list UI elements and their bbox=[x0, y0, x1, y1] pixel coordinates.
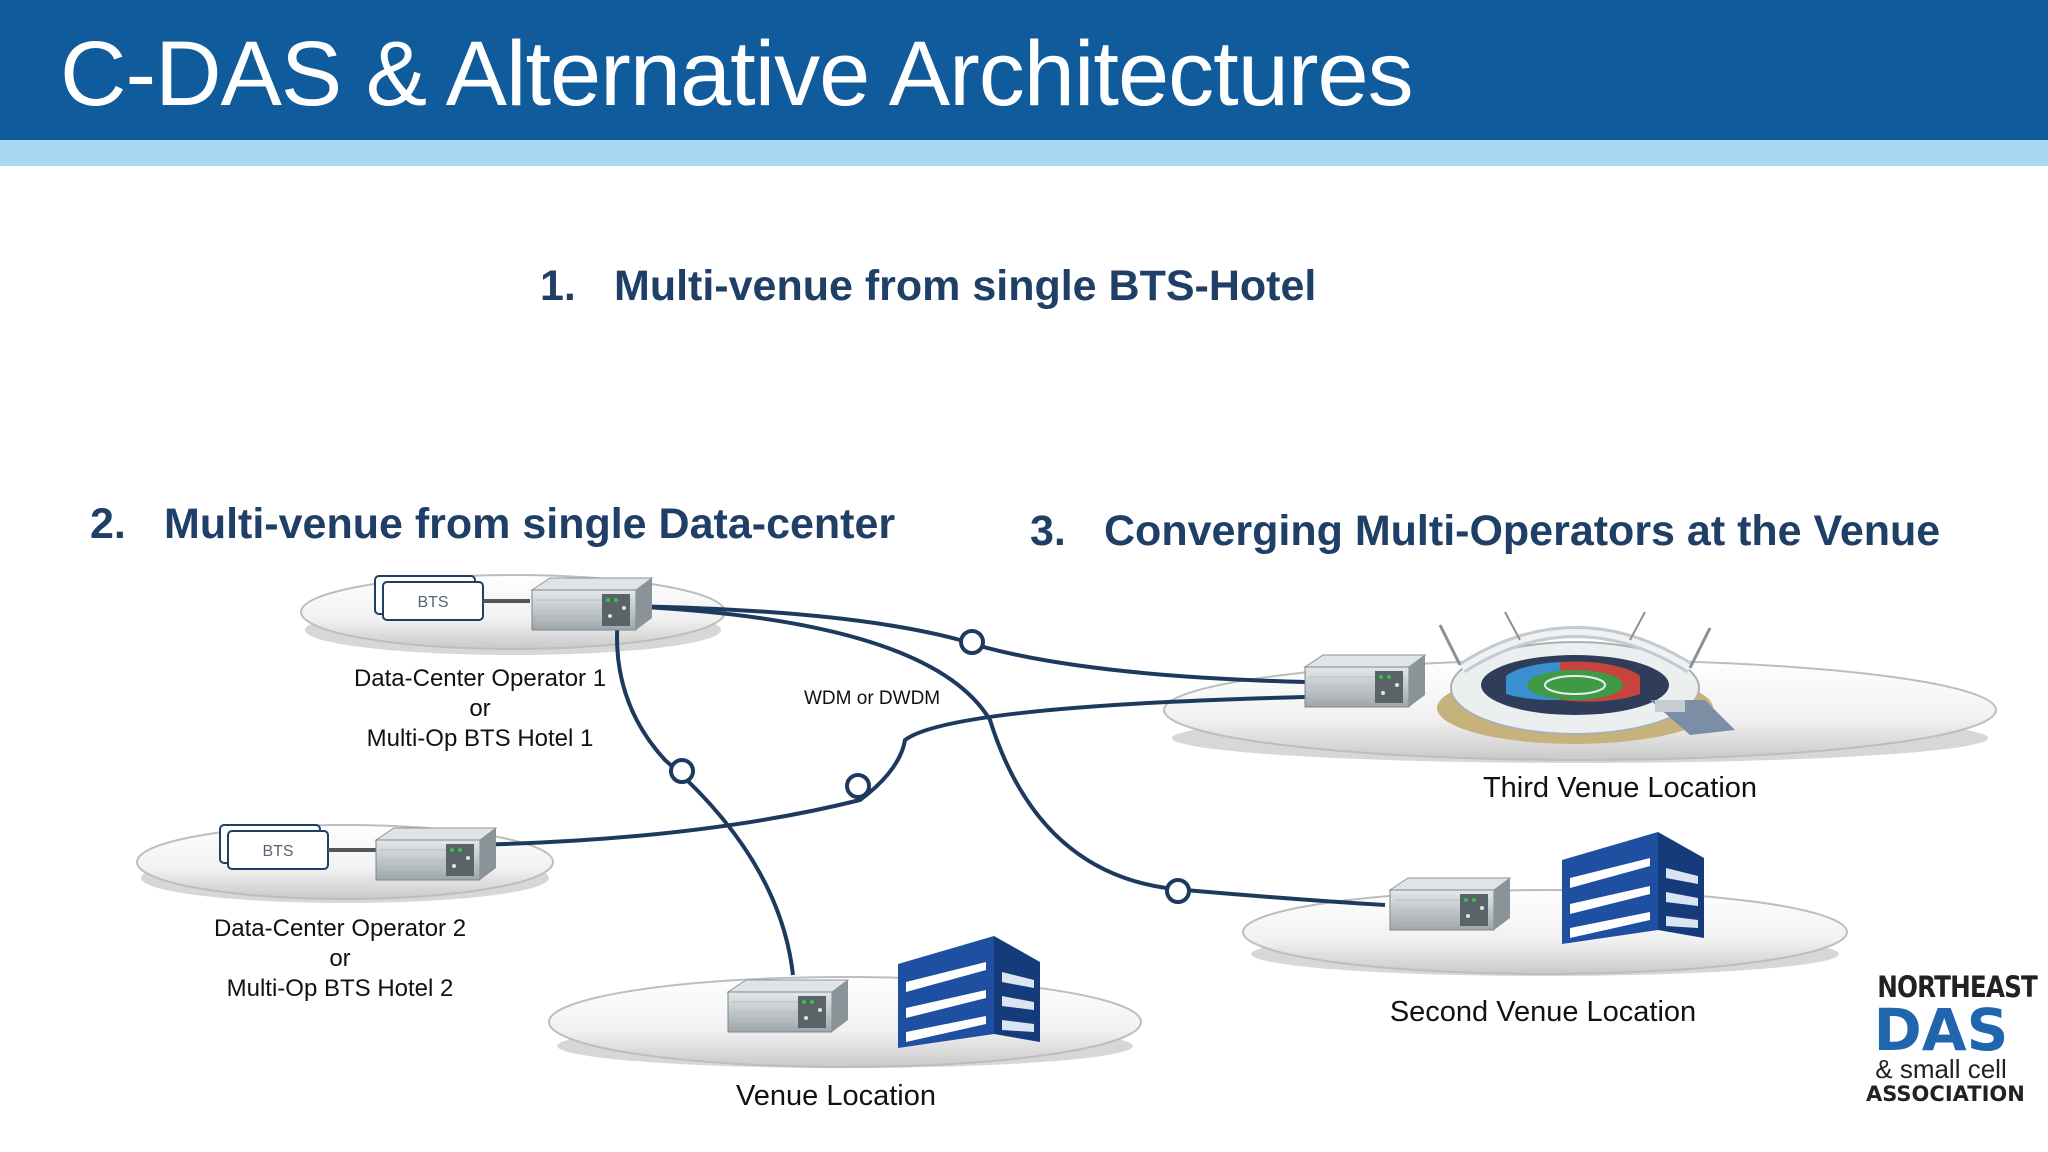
das-head-end-operator-1 bbox=[531, 577, 653, 631]
heading-text: Multi-venue from single BTS-Hotel bbox=[614, 262, 1317, 310]
logo-line4: ASSOCIATION bbox=[1866, 1082, 2025, 1106]
operator-2-label-line2: or bbox=[329, 945, 351, 972]
association-logo: NORTHEAST DAS & small cell ASSOCIATION bbox=[1866, 970, 2038, 1106]
heading-multi-venue-data-center: 2. Multi-venue from single Data-center bbox=[90, 500, 895, 549]
stadium-icon bbox=[1437, 611, 1735, 744]
title-banner-stripe bbox=[0, 140, 2048, 166]
das-head-end-operator-2 bbox=[375, 827, 497, 881]
heading-number: 1. bbox=[540, 262, 576, 310]
bts-label: BTS bbox=[417, 594, 448, 611]
heading-multi-venue-bts-hotel: 1. Multi-venue from single BTS-Hotel bbox=[540, 262, 1316, 311]
heading-text: Multi-venue from single Data-center bbox=[164, 500, 896, 548]
logo-line1: NORTHEAST bbox=[1877, 970, 2038, 1004]
das-remote-third-venue bbox=[1304, 654, 1426, 708]
fiber-links bbox=[469, 604, 1386, 976]
heading-number: 3. bbox=[1030, 507, 1066, 555]
splice-marker bbox=[845, 773, 871, 799]
venue-label: Venue Location bbox=[736, 1080, 936, 1112]
platform-operator-1 bbox=[300, 574, 726, 655]
operator-1-label: Data-Center Operator 1 or Multi-Op BTS H… bbox=[345, 664, 615, 754]
logo-line2: DAS bbox=[1873, 996, 2009, 1064]
heading-text: Converging Multi-Operators at the Venue bbox=[1104, 507, 1941, 555]
fiber-op1-to-second-venue bbox=[624, 604, 1386, 907]
fiber-op2-to-third-venue bbox=[469, 695, 1306, 847]
wdm-label: WDM or DWDM bbox=[804, 688, 941, 709]
splice-marker bbox=[669, 758, 695, 784]
operator-1-label-line2: or bbox=[469, 695, 491, 722]
operator-2-label: Data-Center Operator 2 or Multi-Op BTS H… bbox=[205, 914, 475, 1004]
operator-1-label-line3: Multi-Op BTS Hotel 1 bbox=[366, 725, 594, 752]
building-icon-second-venue bbox=[1562, 832, 1704, 944]
slide-title: C-DAS & Alternative Architectures bbox=[60, 23, 1414, 125]
heading-number: 2. bbox=[90, 500, 126, 548]
bts-box-operator-1: BTS bbox=[374, 575, 484, 621]
das-remote-venue bbox=[727, 979, 849, 1033]
second-venue-label: Second Venue Location bbox=[1389, 996, 1697, 1028]
operator-1-label-line1: Data-Center Operator 1 bbox=[353, 665, 607, 692]
bts-box-operator-2: BTS bbox=[219, 824, 329, 870]
operator-2-label-line1: Data-Center Operator 2 bbox=[213, 915, 467, 942]
fiber-splice-markers bbox=[669, 629, 1191, 904]
heading-converging-multi-operators: 3. Converging Multi-Operators at the Ven… bbox=[1030, 507, 1940, 556]
operator-2-label-line3: Multi-Op BTS Hotel 2 bbox=[226, 975, 454, 1002]
bts-label: BTS bbox=[262, 843, 293, 860]
logo-line3: & small cell bbox=[1875, 1054, 2007, 1084]
building-icon-venue bbox=[898, 936, 1040, 1048]
splice-marker bbox=[1165, 878, 1191, 904]
title-banner bbox=[0, 0, 2048, 140]
splice-marker bbox=[959, 629, 985, 655]
fiber-op1-to-venue bbox=[615, 615, 795, 976]
third-venue-label: Third Venue Location bbox=[1482, 772, 1758, 804]
das-remote-second-venue bbox=[1389, 877, 1511, 931]
